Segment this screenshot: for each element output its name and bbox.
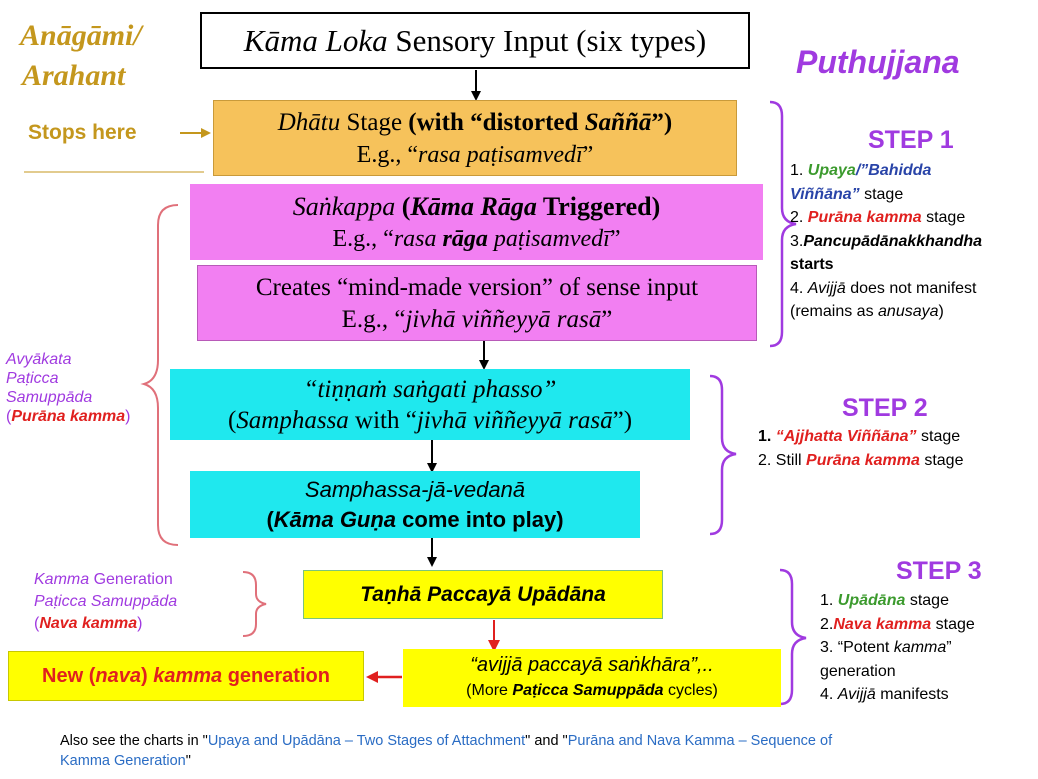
avijja-paccaya-sankhara-box: “avijjā paccayā saṅkhāra”,.. (More Paṭic… (403, 649, 781, 707)
step2-title: STEP 2 (842, 394, 928, 422)
footer-note: Also see the charts in "Upaya and Upādān… (60, 733, 833, 769)
dhatu-stage-box: Dhātu Stage (with “distorted Saññā”) E.g… (213, 100, 737, 176)
sankappa-box: Saṅkappa (Kāma Rāga Triggered) E.g., “ra… (190, 184, 763, 260)
step1-title: STEP 1 (868, 126, 954, 154)
kamma-generation-label: Kamma Generation Paṭicca Samuppāda (Nava… (34, 571, 178, 632)
brace-avyakata (140, 204, 179, 546)
avyakata-label: Avyākata Paṭicca Samuppāda (Purāna kamma… (6, 351, 131, 425)
new-kamma-generation-box: New (nava) kamma generation (8, 651, 364, 701)
puthujjana-title: Puthujjana (796, 44, 960, 80)
brace-kamma-generation (242, 571, 267, 637)
tanha-paccaya-upadana-box: Taṇhā Paccayā Upādāna (303, 570, 663, 619)
kama-loka-box: Kāma Loka Sensory Input (six types) (200, 12, 750, 69)
brace-step1 (769, 100, 797, 348)
stops-here-label: Stops here (28, 121, 137, 144)
step3-list: 1. Upādāna stage 2.Nava kamma stage 3. “… (820, 592, 975, 703)
phasso-box: “tiṇṇaṁ saṅgati phasso” (Samphassa with … (170, 369, 690, 440)
step2-list: 1. “Ajjhatta Viññāna” stage 2. Still Pur… (758, 428, 964, 469)
step3-title: STEP 3 (896, 557, 982, 585)
link-purana-nava-kamma-cont[interactable]: Kamma Generation (60, 753, 186, 769)
anagami-label: Anāgāmi/ Arahant (20, 19, 142, 92)
mind-made-version-box: Creates “mind-made version” of sense inp… (197, 265, 757, 341)
vedana-box: Samphassa-jā-vedanā (Kāma Guṇa come into… (190, 471, 640, 538)
link-purana-nava-kamma[interactable]: Purāna and Nava Kamma – Sequence of (567, 733, 833, 749)
step1-list: 1. Upaya/”Bahidda Viññāna” stage 2. Purā… (790, 162, 983, 320)
link-upaya-upadana[interactable]: Upaya and Upādāna – Two Stages of Attach… (207, 733, 526, 749)
brace-step3 (779, 568, 807, 706)
brace-step2 (709, 374, 737, 536)
